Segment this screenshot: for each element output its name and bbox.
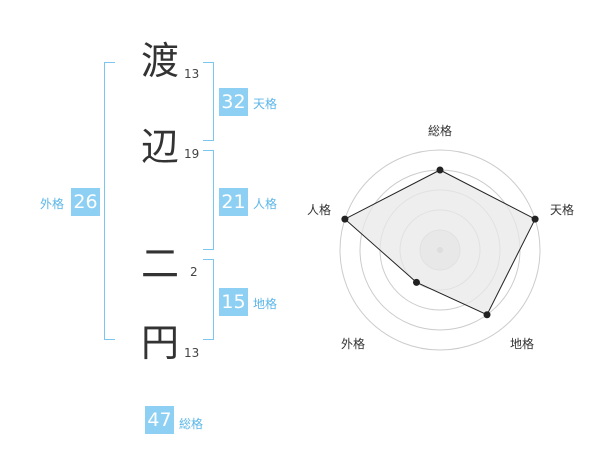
radar-label-tenkaku: 天格 [550, 203, 575, 217]
name-char-1: 渡 [141, 39, 180, 83]
radar-point [341, 215, 349, 223]
chikaku-value: 15 [219, 288, 248, 316]
name-char-4: 円 [141, 321, 180, 365]
stroke-count-2: 19 [184, 147, 200, 161]
tenkaku-value: 32 [219, 88, 248, 116]
radar-point [436, 166, 444, 174]
gaikaku-bracket [104, 62, 115, 340]
soukaku-value: 47 [145, 406, 174, 434]
jinkaku-label: 人格 [253, 197, 278, 211]
chikaku-bracket [203, 259, 214, 340]
radar-point [412, 278, 420, 286]
stroke-count-1: 13 [184, 67, 200, 81]
soukaku-label: 総格 [179, 417, 204, 431]
radar-label-jinkaku: 人格 [307, 203, 332, 217]
stroke-count-4: 13 [184, 346, 200, 360]
tenkaku-label: 天格 [253, 97, 278, 111]
tenkaku-bracket [203, 62, 214, 141]
jinkaku-value: 21 [219, 188, 248, 216]
radar-polygon [344, 169, 536, 316]
radar-label-gaikaku: 外格 [341, 337, 366, 351]
name-char-2: 辺 [141, 125, 180, 169]
radar-label-chikaku: 地格 [510, 337, 535, 351]
radar-point [483, 311, 491, 319]
radar-label-soukaku: 総格 [428, 124, 453, 138]
chikaku-label: 地格 [253, 297, 278, 311]
name-char-3: 二 [141, 242, 180, 286]
gaikaku-value: 26 [71, 188, 100, 216]
stroke-count-3: 2 [190, 265, 198, 279]
gaikaku-label: 外格 [40, 197, 65, 211]
radar-point [531, 215, 539, 223]
radar-ring [339, 149, 541, 351]
jinkaku-bracket [203, 150, 214, 250]
fortune-radar-chart [339, 149, 541, 351]
